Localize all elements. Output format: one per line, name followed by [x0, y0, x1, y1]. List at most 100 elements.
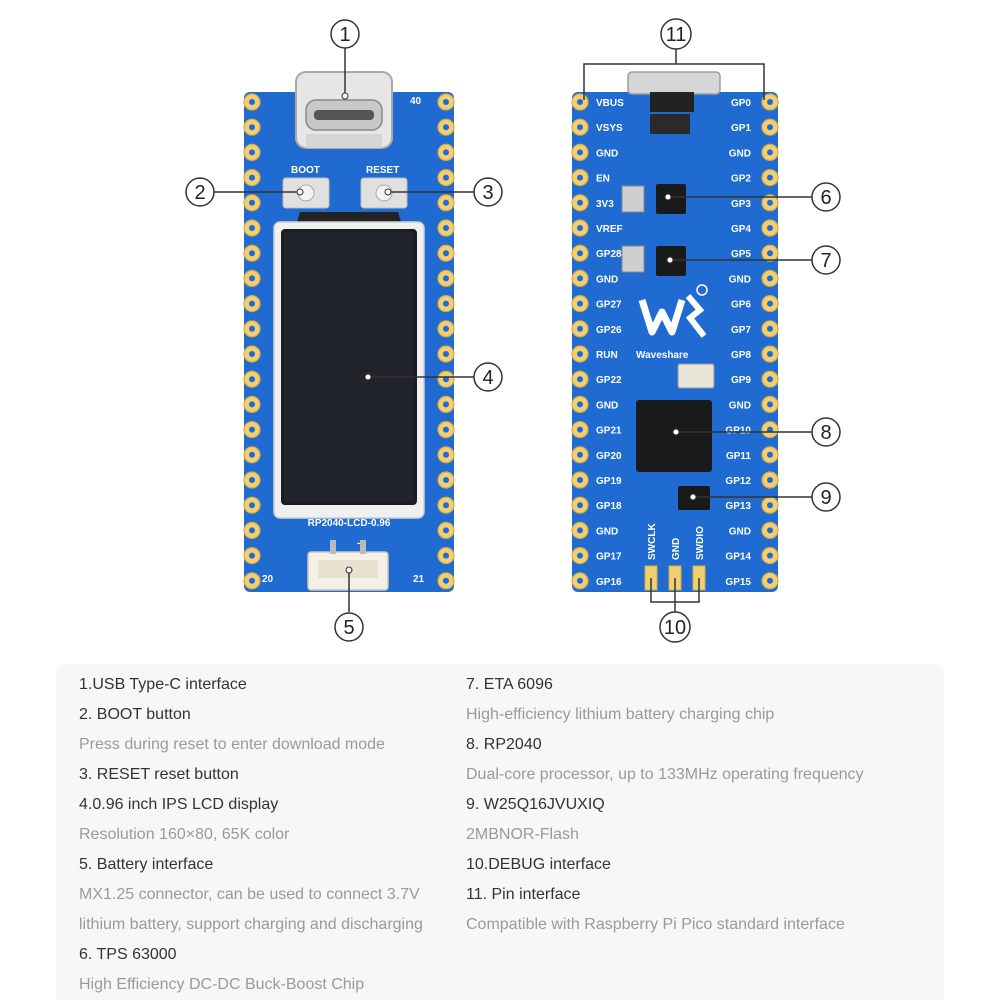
- pin-hole: [443, 426, 449, 433]
- debug-pin-label: SWCLK: [647, 523, 658, 560]
- pin-hole: [249, 401, 255, 408]
- pin-hole: [249, 124, 255, 131]
- brand-label: Waveshare: [636, 350, 689, 361]
- pin-hole: [767, 99, 773, 105]
- description-title: 6. TPS 63000: [79, 946, 177, 963]
- pin-hole: [767, 174, 773, 181]
- debug-pin-label: GND: [671, 538, 682, 560]
- pin-hole: [443, 124, 449, 131]
- pin-hole: [577, 325, 583, 332]
- description-text: 2MBNOR-Flash: [466, 826, 579, 843]
- pin-hole: [577, 124, 583, 131]
- callout-1: 1: [330, 19, 360, 49]
- svg-text:1: 1: [339, 24, 350, 46]
- pin-label: GP3: [731, 199, 751, 210]
- back-pin-labels-right: GP0GP1GNDGP2GP3GP4GP5GNDGP6GP7GP8GP9GNDG…: [725, 98, 751, 588]
- pin-hole: [249, 577, 255, 584]
- reset-button[interactable]: [360, 177, 408, 209]
- pin-label: GND: [596, 148, 618, 159]
- pin-hole: [443, 527, 449, 534]
- pin-label: GP18: [596, 501, 622, 512]
- pin-label: GND: [596, 400, 618, 411]
- pin-hole: [767, 325, 773, 332]
- lcd-display: [273, 212, 425, 519]
- description-title: 3. RESET reset button: [79, 766, 239, 783]
- pin-hole: [767, 401, 773, 408]
- pin-hole: [443, 199, 449, 206]
- pin-hole: [443, 99, 449, 105]
- description-title: 4.0.96 inch IPS LCD display: [79, 796, 279, 813]
- callout-badges: 1 2 3 4 5 6 7 8 9 10 11: [185, 18, 841, 643]
- pin-hole: [767, 451, 773, 458]
- description-text: Press during reset to enter download mod…: [79, 736, 385, 753]
- tps63000-chip: [656, 184, 686, 214]
- callout-7: 7: [811, 245, 841, 275]
- pin-hole: [443, 577, 449, 584]
- pin-label: RUN: [596, 350, 618, 361]
- pin-label: GP8: [731, 350, 751, 361]
- svg-text:8: 8: [820, 422, 831, 444]
- pin-hole: [767, 149, 773, 156]
- front-board: 40 BOOT RESET RP2040-LCD-0.96 + -: [243, 71, 455, 592]
- pin-hole: [577, 351, 583, 357]
- description-text: High Efficiency DC-DC Buck-Boost Chip: [79, 976, 365, 993]
- boot-button[interactable]: [282, 177, 330, 209]
- pin-hole: [249, 527, 255, 534]
- pin-hole: [577, 300, 583, 307]
- pin-hole: [443, 325, 449, 332]
- callout-11: 11: [660, 18, 692, 50]
- pin-hole: [443, 451, 449, 458]
- pin-label: GND: [729, 148, 751, 159]
- waveshare-logo: [638, 284, 708, 338]
- pin-hole: [767, 376, 773, 383]
- front-pads-right: [437, 93, 455, 590]
- callout-8: 8: [811, 417, 841, 447]
- pin-hole: [577, 199, 583, 206]
- pin-hole: [767, 552, 773, 559]
- callout-lines: [214, 48, 812, 612]
- pin-hole: [577, 250, 583, 257]
- description-text: lithium battery, support charging and di…: [79, 916, 423, 933]
- pin-hole: [249, 426, 255, 433]
- pin-hole: [767, 250, 773, 257]
- pin-label: GP15: [725, 577, 751, 588]
- pin-hole: [577, 174, 583, 181]
- pin-label: GP7: [731, 325, 751, 336]
- pin-label: 3V3: [596, 199, 614, 210]
- battery-minus-label: -: [357, 538, 360, 549]
- back-pads-left: [571, 93, 589, 590]
- pin-label: VBUS: [596, 98, 624, 109]
- pin-hole: [249, 174, 255, 181]
- description-panel: [56, 664, 944, 1000]
- pin-hole: [767, 351, 773, 357]
- description-title: 7. ETA 6096: [466, 676, 553, 693]
- crystal: [677, 363, 715, 389]
- description-title: 1.USB Type-C interface: [79, 676, 247, 693]
- description-title: 5. Battery interface: [79, 856, 214, 873]
- pin-hole: [767, 426, 773, 433]
- pin-label: EN: [596, 174, 610, 185]
- callout-5: 5: [334, 612, 364, 642]
- pin-label: GND: [729, 526, 751, 537]
- back-pin-labels-left: VBUSVSYSGNDEN3V3VREFGP28GNDGP27GP26RUNGP…: [596, 98, 624, 588]
- description-title: 9. W25Q16JVUXIQ: [466, 796, 605, 813]
- pin-label: GND: [596, 526, 618, 537]
- pin-hole: [249, 351, 255, 357]
- callout-9: 9: [811, 482, 841, 512]
- usb-c-connector: [295, 71, 393, 149]
- pin-hole: [443, 275, 449, 282]
- rp2040-chip: [636, 400, 712, 472]
- pin-hole: [767, 199, 773, 206]
- pin-hole: [249, 149, 255, 156]
- svg-text:5: 5: [343, 617, 354, 639]
- pin-hole: [249, 552, 255, 559]
- description-title: 10.DEBUG interface: [466, 856, 611, 873]
- back-pcb: [572, 92, 778, 592]
- pin-hole: [577, 275, 583, 282]
- pin-label: VREF: [596, 224, 623, 235]
- pin-label: GP5: [731, 249, 751, 260]
- pin-hole: [577, 401, 583, 408]
- description-text: High-efficiency lithium battery charging…: [466, 706, 775, 723]
- pin-hole: [443, 477, 449, 483]
